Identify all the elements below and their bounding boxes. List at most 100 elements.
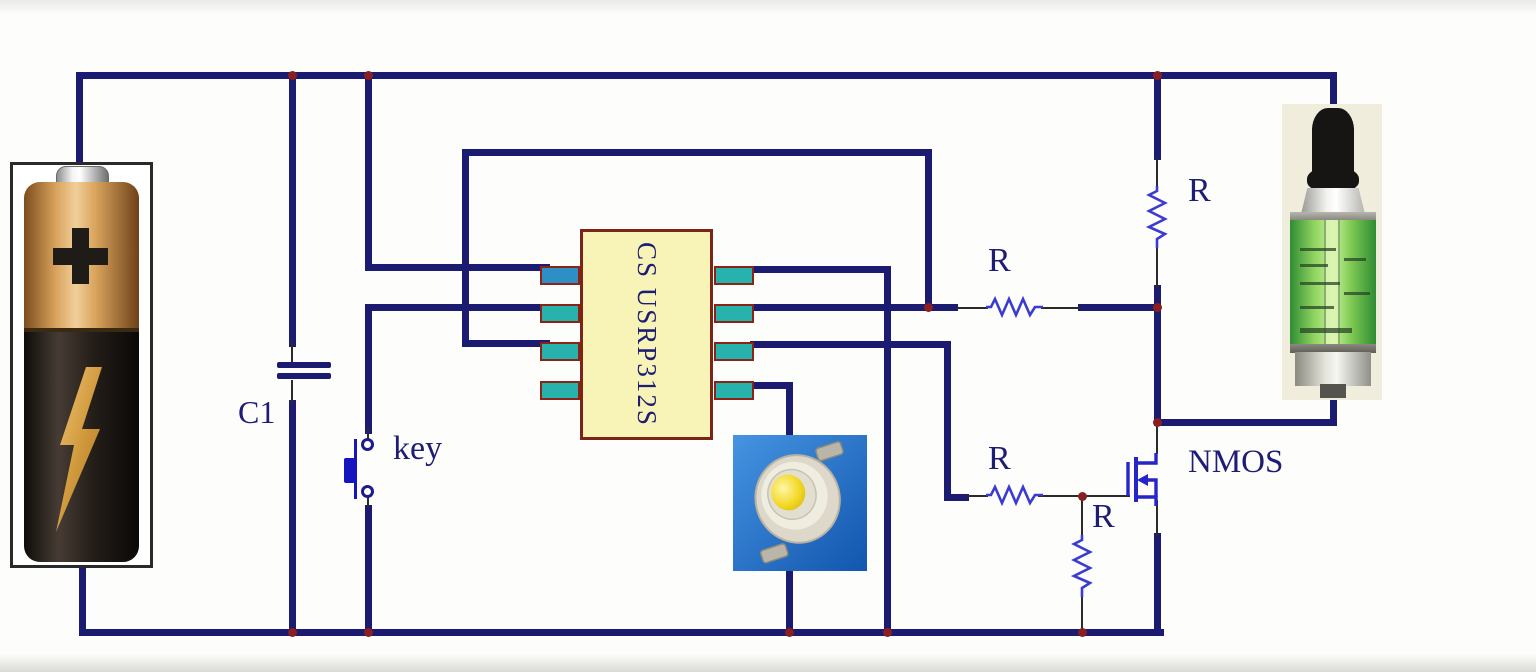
wire xyxy=(76,72,83,165)
ic-pin-right-2 xyxy=(714,304,754,323)
key-terminal-bottom xyxy=(361,485,374,498)
wire xyxy=(944,494,969,501)
capacitor-label: C1 xyxy=(238,394,276,430)
wire xyxy=(79,566,86,632)
wire-thin xyxy=(367,496,369,508)
ic-chip-label: CS USRP312S xyxy=(632,242,662,427)
wire xyxy=(1330,396,1337,426)
resistor-symbol-pulldown xyxy=(1071,535,1093,597)
atomizer-scale-mark xyxy=(1300,264,1328,267)
nmos-label: NMOS xyxy=(1188,444,1284,480)
resistor-label-gate: R xyxy=(988,440,1011,477)
wire-thin xyxy=(291,380,293,404)
resistor-symbol-gate xyxy=(986,484,1043,506)
wire xyxy=(1154,533,1161,632)
capacitor-plate xyxy=(277,373,331,379)
battery-image xyxy=(24,182,139,562)
wire xyxy=(1078,304,1160,311)
wire xyxy=(750,341,951,348)
wire xyxy=(884,266,891,632)
wire xyxy=(289,75,296,347)
junction-dot xyxy=(1078,492,1087,501)
junction-dot xyxy=(1153,71,1162,80)
lightning-bolt-icon xyxy=(56,367,102,532)
key-label: key xyxy=(393,430,443,467)
wire xyxy=(462,149,932,156)
wire xyxy=(1154,419,1337,426)
key-button-body xyxy=(344,458,355,483)
bottom-edge-shading xyxy=(0,654,1536,672)
capacitor-plate xyxy=(277,362,331,368)
ic-pin-left-2 xyxy=(540,304,580,323)
ic-pin-right-1 xyxy=(714,266,754,285)
atomizer-top-ring xyxy=(1290,212,1376,222)
wire xyxy=(786,569,793,632)
wire xyxy=(365,505,372,632)
battery-seam xyxy=(24,328,139,332)
led-chip-icon xyxy=(754,441,844,564)
junction-dot xyxy=(924,303,933,312)
key-terminal-top xyxy=(361,438,374,451)
ic-pin-right-3 xyxy=(714,342,754,361)
junction-dot xyxy=(883,628,892,637)
wire xyxy=(365,264,550,271)
wire xyxy=(1330,72,1337,114)
top-edge-shading xyxy=(0,0,1536,14)
wire xyxy=(76,72,1337,79)
junction-dot xyxy=(288,71,297,80)
led-image xyxy=(733,435,867,571)
ic-pin-right-4 xyxy=(714,381,754,400)
junction-dot xyxy=(288,628,297,637)
wire xyxy=(750,304,958,311)
atomizer-drip-tip-flare xyxy=(1307,166,1359,192)
wire-thin xyxy=(966,495,988,497)
atomizer-scale-mark xyxy=(1300,282,1340,285)
nmos-transistor-symbol xyxy=(1126,453,1158,506)
wire xyxy=(462,149,469,345)
ic-pin-left-1 xyxy=(540,266,580,285)
junction-dot xyxy=(1078,628,1087,637)
wire-thin xyxy=(956,307,988,309)
junction-dot xyxy=(1153,303,1162,312)
atomizer-collar xyxy=(1301,188,1365,214)
junction-dot xyxy=(364,628,373,637)
wire xyxy=(786,382,793,437)
wire xyxy=(365,75,372,268)
wire-thin xyxy=(1156,424,1158,454)
atomizer-scale-mark xyxy=(1344,292,1370,295)
junction-dot xyxy=(1153,418,1162,427)
atomizer-label-band xyxy=(1300,328,1352,333)
wire xyxy=(1154,72,1161,160)
wire-thin xyxy=(1156,158,1158,190)
wire-thin xyxy=(1081,594,1083,632)
wire xyxy=(925,152,932,310)
battery-plus-icon xyxy=(53,248,108,265)
wire-thin xyxy=(367,428,369,444)
wire-thin xyxy=(1156,246,1158,288)
ic-pin-left-3 xyxy=(540,342,580,361)
resistor-symbol-top-right xyxy=(1146,186,1168,248)
ic-chip-body xyxy=(580,229,713,440)
resistor-symbol-mid xyxy=(986,296,1043,318)
atomizer-scale-mark xyxy=(1300,306,1334,309)
atomizer-base-ring xyxy=(1290,344,1376,353)
junction-dot xyxy=(785,628,794,637)
wire xyxy=(750,266,890,273)
resistor-label-pulldown: R xyxy=(1092,498,1115,535)
resistor-label-mid: R xyxy=(988,242,1011,279)
wire-thin xyxy=(291,340,293,364)
wire xyxy=(462,340,550,347)
atomizer-scale-mark xyxy=(1300,248,1336,251)
wire xyxy=(750,382,793,389)
atomizer-stem xyxy=(1320,384,1346,398)
wire xyxy=(365,304,550,311)
wire xyxy=(944,341,951,501)
wire-thin xyxy=(1156,500,1158,536)
wire xyxy=(1154,285,1161,425)
atomizer-base xyxy=(1295,352,1371,386)
atomizer-scale-mark xyxy=(1344,258,1366,261)
wire xyxy=(289,400,296,632)
wire-thin xyxy=(1041,307,1081,309)
resistor-label-top-right: R xyxy=(1188,172,1211,209)
